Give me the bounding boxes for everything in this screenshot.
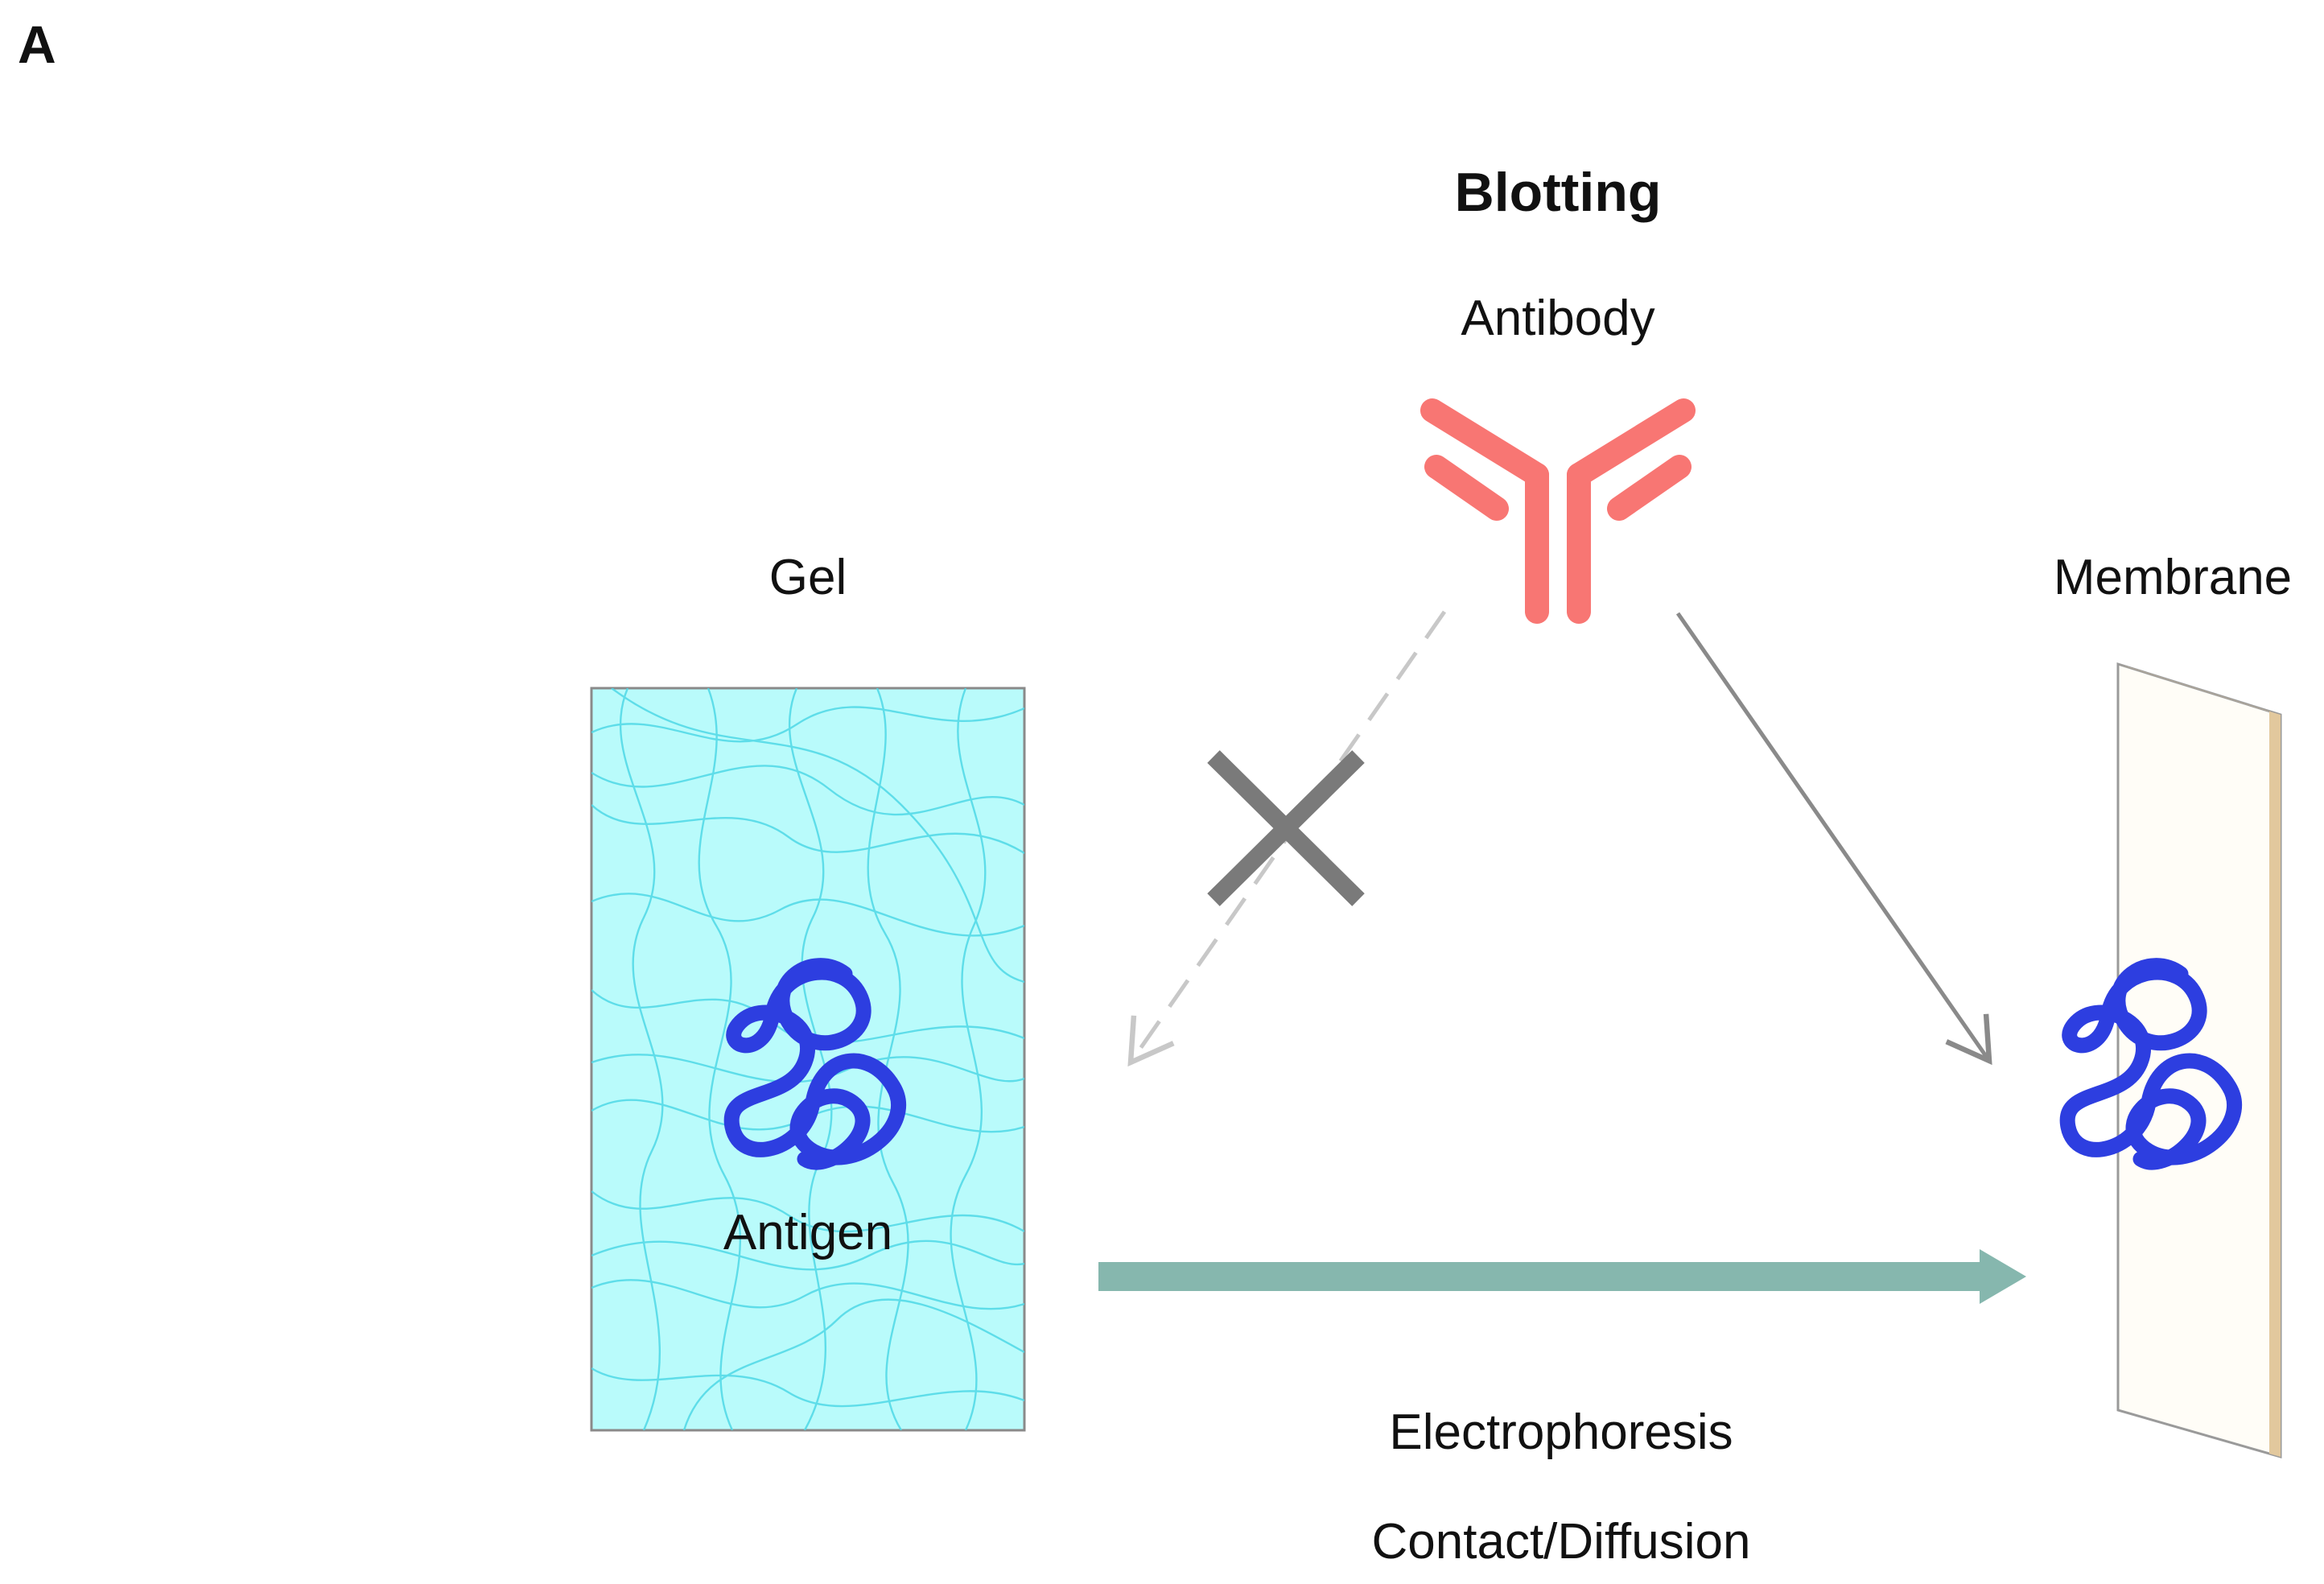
- antibody-y-icon: [1420, 398, 1696, 624]
- cross-icon: [1207, 750, 1365, 906]
- transfer-arrow: [1098, 1249, 2026, 1304]
- binding-arrow: [1675, 612, 1992, 1066]
- gel-fibers: [591, 688, 1024, 1430]
- membrane-sheet: [2067, 662, 2282, 1458]
- antibody-label: Antibody: [1461, 291, 1654, 346]
- process-label-electrophoresis: Electrophoresis: [1389, 1405, 1733, 1460]
- gel-label: Gel: [769, 550, 847, 605]
- diagram-title: Blotting: [1455, 162, 1662, 223]
- antigen-label: Antigen: [723, 1205, 892, 1260]
- membrane-label: Membrane: [2054, 550, 2292, 605]
- gel-block: [590, 687, 1026, 1432]
- process-label-contact-diffusion: Contact/Diffusion: [1372, 1514, 1751, 1570]
- panel-label: A: [18, 14, 56, 74]
